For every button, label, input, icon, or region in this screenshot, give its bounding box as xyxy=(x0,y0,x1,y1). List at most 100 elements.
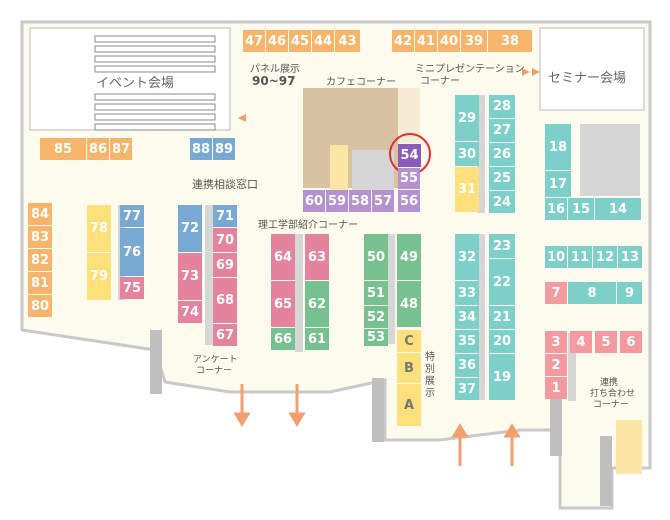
booth-24[interactable]: 24 xyxy=(489,191,515,213)
booth-5[interactable]: 5 xyxy=(595,331,617,353)
booth-41[interactable]: 41 xyxy=(415,30,437,52)
booth-62[interactable]: 62 xyxy=(305,281,329,327)
booth-6[interactable]: 6 xyxy=(620,331,642,353)
booth-76[interactable]: 76 xyxy=(120,228,144,276)
booth-47[interactable]: 47 xyxy=(243,30,265,52)
booth-B[interactable]: B xyxy=(397,353,421,383)
booth-77[interactable]: 77 xyxy=(120,205,144,227)
special-label: 特別展示 xyxy=(425,352,435,399)
booth-16[interactable]: 16 xyxy=(545,198,567,220)
booth-75[interactable]: 75 xyxy=(120,277,144,299)
panel-range-label: 90~97 xyxy=(252,74,296,88)
booth-46[interactable]: 46 xyxy=(266,30,288,52)
booth-18[interactable]: 18 xyxy=(545,124,571,170)
booth-40[interactable]: 40 xyxy=(438,30,460,52)
booth-61[interactable]: 61 xyxy=(305,328,329,350)
booth-28[interactable]: 28 xyxy=(489,95,515,118)
booth-34[interactable]: 34 xyxy=(455,306,479,329)
panel-title-label: パネル展示 xyxy=(250,64,300,75)
booth-3[interactable]: 3 xyxy=(545,331,567,353)
booth-11[interactable]: 11 xyxy=(568,246,592,268)
booth-60[interactable]: 60 xyxy=(303,190,325,212)
booth-4[interactable]: 4 xyxy=(570,331,592,353)
booth-73[interactable]: 73 xyxy=(178,253,202,300)
booth-13[interactable]: 13 xyxy=(618,246,642,268)
booth-14[interactable]: 14 xyxy=(595,198,641,220)
booth-9[interactable]: 9 xyxy=(617,282,642,304)
booth-48[interactable]: 48 xyxy=(397,281,421,327)
booth-45[interactable]: 45 xyxy=(289,30,311,52)
booth-12[interactable]: 12 xyxy=(593,246,617,268)
booth-22[interactable]: 22 xyxy=(489,259,515,305)
booth-1[interactable]: 1 xyxy=(545,377,567,399)
booth-32[interactable]: 32 xyxy=(455,234,479,280)
booth-31[interactable]: 31 xyxy=(455,167,479,212)
booth-23[interactable]: 23 xyxy=(489,234,515,258)
booth-74[interactable]: 74 xyxy=(178,301,202,323)
booth-10[interactable]: 10 xyxy=(545,246,567,268)
booth-52[interactable]: 52 xyxy=(364,306,388,328)
booth-59[interactable]: 59 xyxy=(326,190,348,212)
booth-8[interactable]: 8 xyxy=(568,282,616,304)
booth-25[interactable]: 25 xyxy=(489,167,515,190)
booth-63[interactable]: 63 xyxy=(305,234,329,280)
booth-39[interactable]: 39 xyxy=(461,30,487,52)
booth-55[interactable]: 55 xyxy=(398,168,420,189)
booth-17[interactable]: 17 xyxy=(545,171,571,197)
booth-85[interactable]: 85 xyxy=(40,138,86,160)
survey-label-1: アンケート xyxy=(193,355,238,365)
booth-7[interactable]: 7 xyxy=(545,282,567,304)
booth-26[interactable]: 26 xyxy=(489,143,515,166)
booth-21[interactable]: 21 xyxy=(489,306,515,329)
booth-70[interactable]: 70 xyxy=(213,228,237,252)
booth-C[interactable]: C xyxy=(397,330,421,352)
booth-78[interactable]: 78 xyxy=(87,205,111,252)
consult-label: 連携相談窓口 xyxy=(192,178,258,191)
booth-A[interactable]: A xyxy=(397,384,421,426)
booth-67[interactable]: 67 xyxy=(213,324,237,346)
booth-42[interactable]: 42 xyxy=(392,30,414,52)
booth-49[interactable]: 49 xyxy=(397,234,421,280)
booth-54[interactable]: 54 xyxy=(398,144,421,167)
booth-27[interactable]: 27 xyxy=(489,119,515,142)
booth-43[interactable]: 43 xyxy=(335,30,360,52)
booth-71[interactable]: 71 xyxy=(213,205,237,227)
booth-15[interactable]: 15 xyxy=(568,198,594,220)
booth-2[interactable]: 2 xyxy=(545,354,567,376)
booth-88[interactable]: 88 xyxy=(190,138,212,160)
booth-38[interactable]: 38 xyxy=(488,30,532,52)
booth-72[interactable]: 72 xyxy=(178,205,202,252)
booth-29[interactable]: 29 xyxy=(455,95,479,141)
booth-56[interactable]: 56 xyxy=(398,190,420,212)
booth-83[interactable]: 83 xyxy=(28,226,52,248)
booth-82[interactable]: 82 xyxy=(28,249,52,271)
booth-64[interactable]: 64 xyxy=(271,234,295,280)
event-hall-label: イベント会場 xyxy=(96,76,175,91)
booth-65[interactable]: 65 xyxy=(271,281,295,327)
booth-51[interactable]: 51 xyxy=(364,281,388,305)
booth-30[interactable]: 30 xyxy=(455,142,479,166)
booth-33[interactable]: 33 xyxy=(455,281,479,305)
booth-58[interactable]: 58 xyxy=(349,190,371,212)
booth-80[interactable]: 80 xyxy=(28,295,52,317)
booth-86[interactable]: 86 xyxy=(87,138,109,160)
booth-36[interactable]: 36 xyxy=(455,354,479,377)
booth-68[interactable]: 68 xyxy=(213,278,237,323)
booth-81[interactable]: 81 xyxy=(28,272,52,294)
booth-87[interactable]: 87 xyxy=(110,138,132,160)
booth-66[interactable]: 66 xyxy=(271,328,295,350)
booth-89[interactable]: 89 xyxy=(213,138,235,160)
booth-20[interactable]: 20 xyxy=(489,330,515,353)
booth-79[interactable]: 79 xyxy=(87,253,111,300)
booth-69[interactable]: 69 xyxy=(213,253,237,277)
booth-57[interactable]: 57 xyxy=(372,190,394,212)
booth-44[interactable]: 44 xyxy=(312,30,334,52)
booth-37[interactable]: 37 xyxy=(455,378,479,400)
booth-35[interactable]: 35 xyxy=(455,330,479,353)
booth-84[interactable]: 84 xyxy=(28,203,52,225)
seminar-hall-label: セミナー会場 xyxy=(548,71,627,86)
booth-19[interactable]: 19 xyxy=(489,354,515,400)
booth-53[interactable]: 53 xyxy=(364,329,388,346)
booth-50[interactable]: 50 xyxy=(364,234,388,280)
